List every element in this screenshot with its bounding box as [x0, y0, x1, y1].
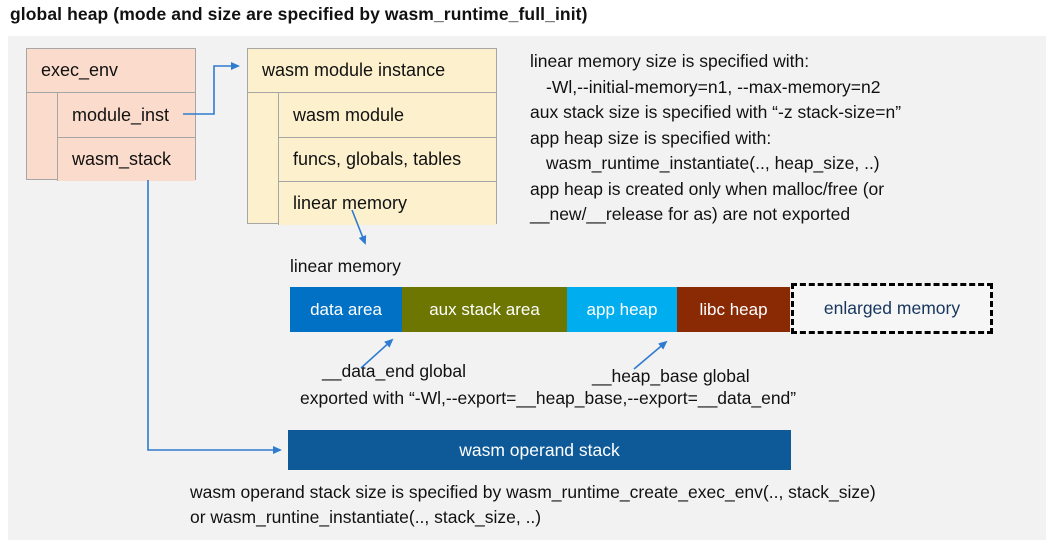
module-instance-box: wasm module instance wasm module funcs, … [247, 48, 497, 225]
module-instance-header: wasm module instance [248, 49, 496, 93]
exec-env-row-wasm-stack: wasm_stack [57, 137, 195, 181]
footer-line: or wasm_runtine_instantiate(.., stack_si… [190, 507, 542, 527]
note-line: __new/__release for as) are not exported [530, 204, 851, 224]
note-line: wasm_runtime_instantiate(.., heap_size, … [546, 153, 880, 173]
module-row-funcs-globals-tables: funcs, globals, tables [278, 137, 496, 181]
note-line: -Wl,--initial-memory=n1, --max-memory=n2 [546, 76, 881, 97]
footer-line: wasm operand stack size is specified by … [190, 482, 876, 502]
exec-env-header: exec_env [27, 49, 195, 93]
note-line: app heap size is specified with: [530, 127, 772, 148]
module-row-wasm-module: wasm module [278, 93, 496, 137]
wasm-operand-stack-bar: wasm operand stack [288, 430, 791, 470]
footer-notes: wasm operand stack size is specified by … [190, 480, 876, 530]
page-title: global heap (mode and size are specified… [10, 4, 588, 24]
module-row-linear-memory: linear memory [278, 181, 496, 225]
segment-data-area: data area [290, 287, 402, 332]
note-line: aux stack size is specified with “-z sta… [530, 102, 902, 122]
segment-app-heap: app heap [567, 287, 677, 332]
note-line: linear memory size is specified with: [530, 51, 810, 71]
linear-memory-label: linear memory [290, 256, 401, 276]
heap-base-global-label: __heap_base global [592, 366, 750, 386]
segment-libc-heap: libc heap [677, 287, 790, 332]
segment-aux-stack-area: aux stack area [402, 287, 567, 332]
exec-env-box: exec_env module_inst wasm_stack [26, 48, 196, 181]
note-line: app heap is created only when malloc/fre… [530, 178, 885, 199]
memory-size-notes: linear memory size is specified with: -W… [530, 49, 1035, 228]
exported-with-label: exported with “-Wl,--export=__heap_base,… [300, 388, 797, 408]
segment-enlarged-memory: enlarged memory [791, 283, 993, 334]
linear-memory-bar: data area aux stack area app heap libc h… [290, 287, 790, 332]
exec-env-row-module-inst: module_inst [57, 93, 195, 137]
data-end-global-label: __data_end global [322, 361, 467, 381]
